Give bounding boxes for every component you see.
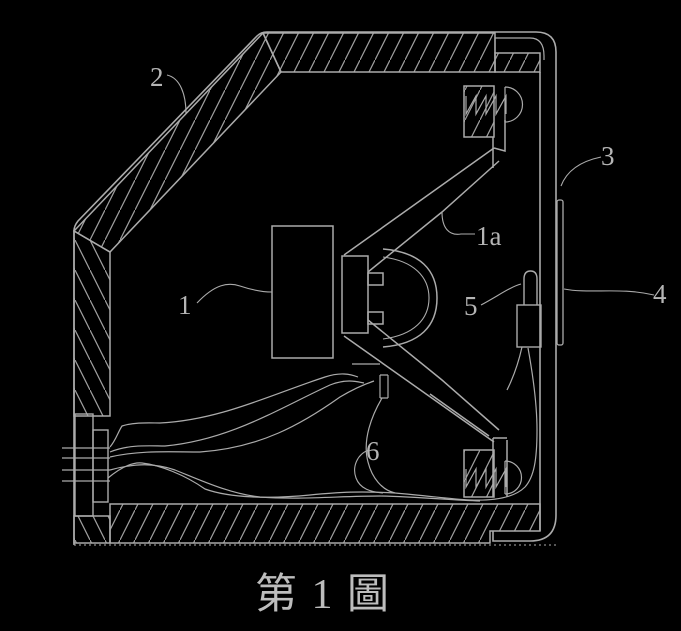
leader-3 bbox=[560, 156, 602, 187]
ref-label-1: 1 bbox=[178, 290, 192, 320]
plate-bottom bbox=[367, 311, 384, 325]
top-ledge bbox=[494, 52, 541, 73]
mounting-screws bbox=[465, 86, 524, 495]
left-wall-lower bbox=[73, 515, 111, 544]
frame-flange-top bbox=[492, 120, 506, 168]
magnet bbox=[271, 225, 334, 359]
ref-label-5: 5 bbox=[464, 291, 478, 321]
wire-lower-1 bbox=[107, 347, 538, 501]
terminal-inner bbox=[92, 429, 109, 503]
terminal-cup bbox=[74, 413, 94, 517]
bottom-wall bbox=[109, 503, 541, 544]
terminal-tab bbox=[352, 363, 389, 399]
plate-top bbox=[367, 272, 384, 286]
leader-1a bbox=[441, 211, 475, 235]
leader-2 bbox=[166, 74, 187, 115]
dust-cap-dome bbox=[382, 248, 438, 348]
frame-flange-bottom bbox=[492, 437, 508, 497]
pole-piece bbox=[341, 255, 369, 334]
terminal-pins bbox=[62, 447, 110, 482]
cone-upper bbox=[343, 147, 500, 273]
top-screw-thread bbox=[465, 93, 507, 117]
top-wall bbox=[261, 32, 496, 73]
enclosure-walls bbox=[72, 31, 541, 544]
enclosure-outline bbox=[73, 31, 564, 546]
wire-lower-2 bbox=[109, 464, 481, 502]
crossover-block bbox=[516, 270, 542, 348]
ref-label-2: 2 bbox=[150, 62, 164, 92]
dust-cap-inner bbox=[382, 256, 430, 340]
cone-lower bbox=[343, 319, 500, 443]
ref-label-6: 6 bbox=[366, 436, 380, 466]
top-screw-boss bbox=[463, 85, 495, 138]
wire-upper-2 bbox=[109, 380, 365, 453]
ref-label-3: 3 bbox=[601, 141, 615, 171]
crossover-box bbox=[516, 304, 542, 348]
leader-5 bbox=[480, 283, 522, 306]
ref-label-1a: 1a bbox=[476, 221, 502, 251]
bottom-screw-head bbox=[504, 460, 523, 495]
outer-strip bbox=[556, 199, 564, 346]
outer-shell bbox=[73, 31, 557, 545]
internal-wiring bbox=[107, 346, 538, 502]
leader-lines bbox=[166, 74, 655, 494]
diagonal-wall bbox=[72, 31, 282, 253]
left-wall bbox=[73, 229, 111, 417]
wire-lead bbox=[365, 397, 396, 494]
bottom-screw-thread bbox=[465, 466, 507, 490]
input-terminal bbox=[62, 413, 110, 517]
wire-upper-1 bbox=[109, 373, 359, 448]
leader-4 bbox=[563, 288, 655, 296]
wire-upper-3 bbox=[109, 380, 375, 458]
leader-1 bbox=[196, 283, 273, 304]
leader-6 bbox=[354, 449, 384, 494]
bottom-screw-boss bbox=[463, 449, 495, 498]
figure-caption: 第 1 圖 bbox=[254, 572, 391, 618]
wire-crossover-drop bbox=[506, 346, 523, 391]
crossover-prong bbox=[523, 270, 538, 305]
ref-label-4: 4 bbox=[653, 279, 667, 309]
top-screw-head bbox=[504, 86, 524, 123]
baffle-top-seam bbox=[494, 37, 545, 60]
